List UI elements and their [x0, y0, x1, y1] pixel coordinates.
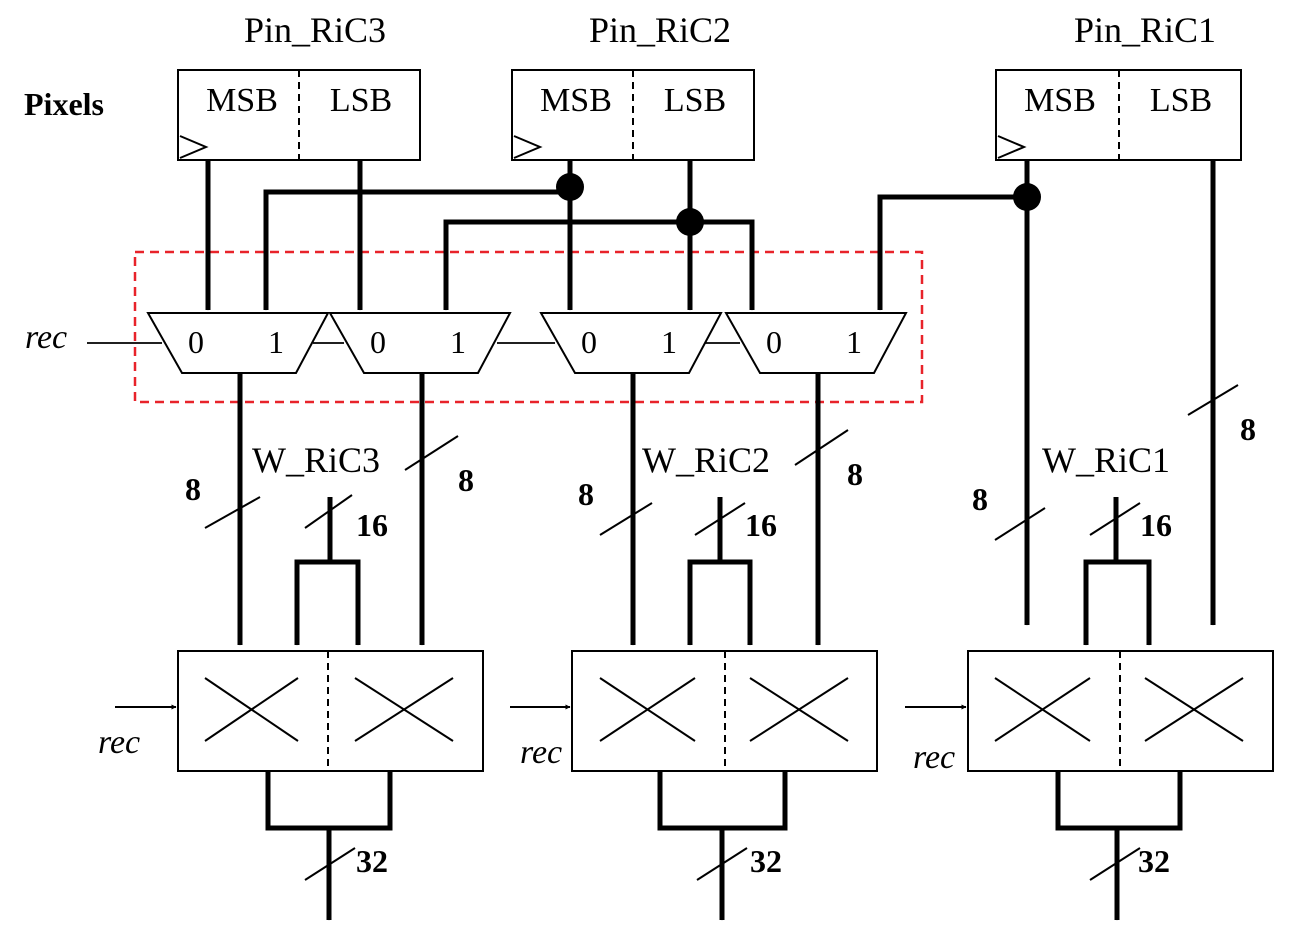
weight-label-2: W_RiC2 [642, 440, 770, 480]
rec-label-mux: rec [25, 319, 67, 356]
bus-width-label: 32 [750, 843, 782, 879]
bus-width-label: 8 [458, 462, 474, 498]
mux-2: 0 1 [328, 312, 512, 374]
svg-text:0: 0 [188, 324, 204, 360]
bus-slashes [204, 384, 1239, 881]
register-title-3: Pin_RiC3 [244, 10, 386, 50]
rec-label-mult-2: rec [520, 734, 562, 771]
pixel-register-3: MSB LSB [177, 69, 421, 161]
pixels-label: Pixels [24, 86, 104, 122]
bus-width-label: 16 [356, 507, 388, 543]
junction-dot [556, 173, 584, 201]
mux-4: 0 1 [724, 312, 908, 374]
bus-width-label: 8 [578, 476, 594, 512]
lsb-label: LSB [1150, 82, 1212, 119]
weight-label-1: W_RiC1 [1042, 440, 1170, 480]
svg-text:0: 0 [766, 324, 782, 360]
pixel-register-2: MSB LSB [511, 69, 755, 161]
multiplier-block-1 [967, 650, 1274, 772]
pixel-register-1: MSB LSB [995, 69, 1242, 161]
svg-text:1: 1 [268, 324, 284, 360]
svg-text:1: 1 [661, 324, 677, 360]
lsb-label: LSB [664, 82, 726, 119]
svg-text:1: 1 [846, 324, 862, 360]
msb-label: MSB [206, 82, 278, 119]
mux-1: 0 1 [146, 312, 330, 374]
bus-width-label: 16 [745, 507, 777, 543]
weight-wires [294, 497, 1152, 646]
register-title-2: Pin_RiC2 [589, 10, 731, 50]
output-wires [265, 771, 1183, 921]
bus-width-label: 32 [1138, 843, 1170, 879]
multiplier-block-3 [177, 650, 484, 772]
mux-output-wires [237, 373, 821, 646]
msb-label: MSB [1024, 82, 1096, 119]
bus-width-label: 8 [972, 481, 988, 517]
svg-text:1: 1 [450, 324, 466, 360]
bus-width-label: 8 [1240, 411, 1256, 447]
bus-width-label: 8 [847, 456, 863, 492]
msb-label: MSB [540, 82, 612, 119]
multiplier-block-2 [571, 650, 878, 772]
svg-text:0: 0 [581, 324, 597, 360]
mux-3: 0 1 [539, 312, 723, 374]
lsb-label: LSB [330, 82, 392, 119]
bus-width-label: 16 [1140, 507, 1172, 543]
mux-highlight-box [133, 250, 924, 404]
rec-label-mult-3: rec [98, 724, 140, 761]
junction-dot [1013, 183, 1041, 211]
weight-label-3: W_RiC3 [252, 440, 380, 480]
pixel-routing-wires [205, 160, 1216, 626]
bus-width-label: 32 [356, 843, 388, 879]
bus-width-label: 8 [185, 471, 201, 507]
register-title-1: Pin_RiC1 [1074, 10, 1216, 50]
svg-text:0: 0 [370, 324, 386, 360]
junction-dot [676, 208, 704, 236]
rec-label-mult-1: rec [913, 739, 955, 776]
